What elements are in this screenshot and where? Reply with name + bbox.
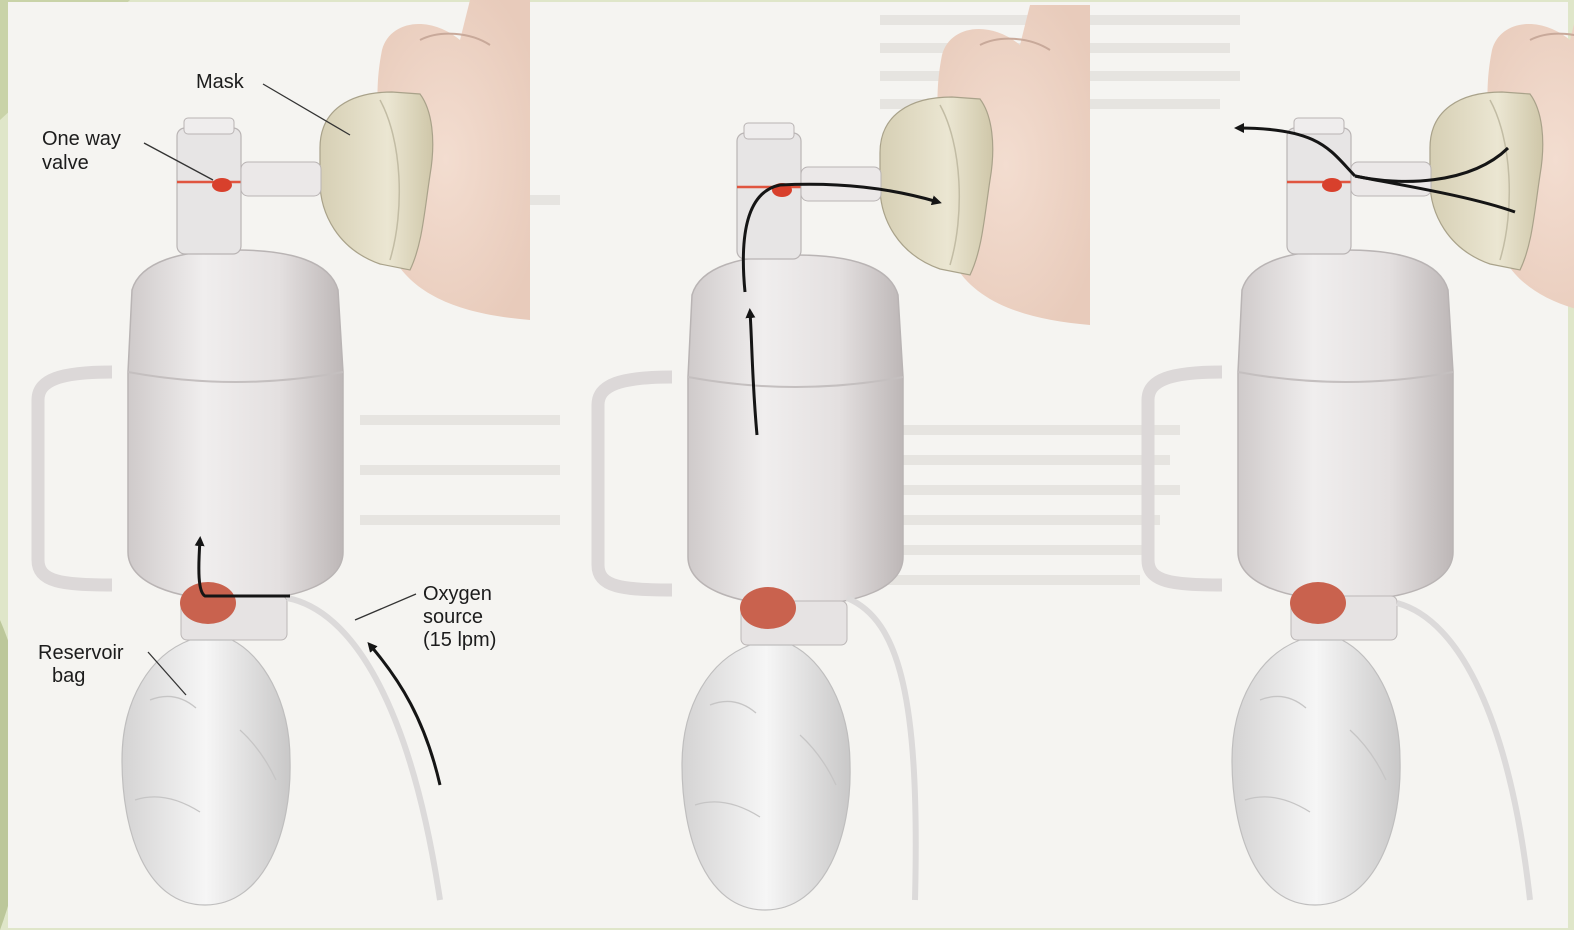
oxygen-label-line1: Oxygen <box>423 583 492 605</box>
oxygen-label-line3: (15 lpm) <box>423 629 496 651</box>
reservoir-label-line1: Reservoir <box>38 642 124 664</box>
one-way-valve-label-line1: One way <box>42 128 121 150</box>
reservoir-label-line2: bag <box>52 665 85 687</box>
one-way-valve-label-line2: valve <box>42 152 89 174</box>
oxygen-label-line2: source <box>423 606 483 628</box>
mask-label: Mask <box>196 71 245 93</box>
